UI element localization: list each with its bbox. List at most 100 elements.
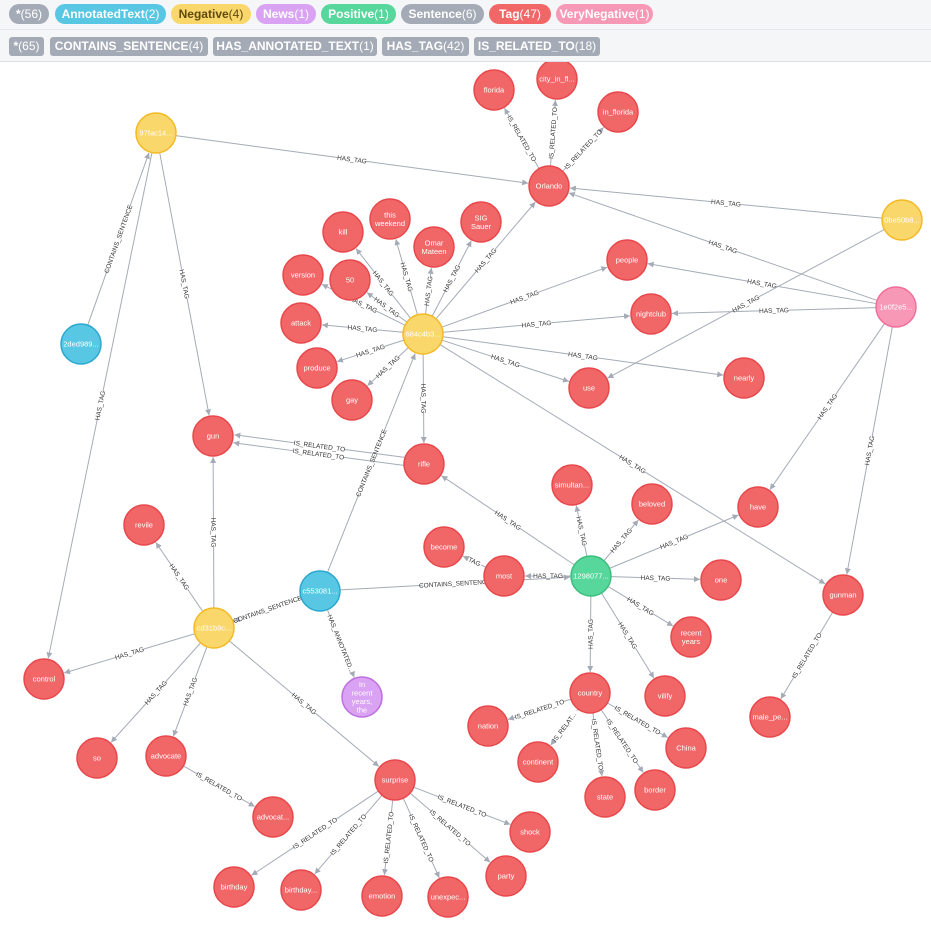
node-annotatedtext-a2de[interactable]: 2ded989... [60,323,102,365]
node-negative-scd3[interactable]: cd31b9c... [193,607,235,649]
node-tag-one[interactable]: one [700,559,742,601]
label-pill-news[interactable]: News(1) [256,4,316,24]
label-pill-tag[interactable]: Tag(47) [489,4,551,24]
node-tag-kill[interactable]: kill [322,211,364,253]
node-tag-nearly[interactable]: nearly [723,357,765,399]
node-tag-advocate[interactable]: advocate [145,735,187,777]
edge-s97-orlando[interactable]: HAS_TAG [175,135,529,186]
node-tag-border[interactable]: border [634,769,676,811]
node-verynegative-s1e0[interactable]: 1e0f2e5... [875,286,917,328]
node-tag-rifle[interactable]: rifle [403,443,445,485]
rel-type-has-annotated-text[interactable]: HAS_ANNOTATED_TEXT(1) [213,37,377,56]
node-tag-control[interactable]: control [23,658,65,700]
edge-s684-nearly[interactable]: HAS_TAG [442,336,724,378]
edge-country-nation[interactable]: IS_RELATED_TO [507,698,572,722]
node-tag-gun[interactable]: gun [192,415,234,457]
edge-s684-use[interactable]: HAS_TAG [441,339,570,383]
edge-most-become[interactable]: TAG [462,555,487,568]
node-tag-infl[interactable]: in_florida [597,91,639,133]
node-tag-gunman[interactable]: gunman [822,574,864,616]
node-tag-most[interactable]: most [483,555,525,597]
edge-s684-nightclub[interactable]: HAS_TAG [442,313,631,333]
label-pill-annotatedtext[interactable]: AnnotatedText(2) [55,4,166,24]
edge-s129-simultan[interactable]: HAS_TAG [574,505,588,557]
edge-s129-one[interactable]: HAS_TAG [610,575,701,583]
node-tag-revile[interactable]: revile [123,504,165,546]
edge-a2de-s97[interactable]: CONTAINS_SENTENCE [87,152,150,326]
node-tag-continent[interactable]: continent [517,741,559,783]
edge-s1e0-nightclub[interactable]: HAS_TAG [671,307,877,317]
edge-country-continent[interactable]: IS_RELAT... [550,708,579,746]
edge-s129-beloved[interactable]: HAS_TAG [603,519,639,562]
label-pill-sentence[interactable]: Sentence(6) [401,4,484,24]
node-tag-nightclub[interactable]: nightclub [630,293,672,335]
node-negative-s684[interactable]: 684c4b3... [402,313,444,355]
edge-orlando-florida[interactable]: IS_RELATED_TO [504,107,540,169]
node-tag-produce[interactable]: produce [296,347,338,389]
node-tag-unexpec[interactable]: unexpec... [427,876,469,918]
edge-country-state[interactable]: IS_RELATED_TO [590,712,605,777]
edge-surprise-shock[interactable]: IS_RELATED_TO [413,786,511,826]
edge-s684-rifle[interactable]: HAS_TAG [419,353,427,444]
node-tag-become[interactable]: become [423,526,465,568]
edge-s684-attack[interactable]: HAS_TAG [321,322,404,334]
node-tag-country[interactable]: country [569,672,611,714]
node-tag-version[interactable]: version [282,254,324,296]
node-tag-advocat2[interactable]: advocat... [252,796,294,838]
node-tag-state[interactable]: state [584,776,626,818]
edge-s97-gun[interactable]: HAS_TAG [159,152,211,416]
node-tag-china[interactable]: China [665,727,707,769]
node-tag-florida[interactable]: florida [473,69,515,111]
node-tag-use[interactable]: use [568,367,610,409]
label-pill-verynegative[interactable]: VeryNegative(1) [556,4,653,24]
node-tag-gay[interactable]: gay [331,379,373,421]
edge-s1e0-gunman[interactable]: HAS_TAG [844,326,893,575]
edge-ac55-news[interactable]: HAS_ANNOTATED... [326,609,355,678]
edge-scd3-revile[interactable]: HAS_TAG [155,542,204,612]
label-pill-all[interactable]: *(56) [9,4,49,24]
edge-surprise-emotion[interactable]: IS_RELATED_TO [382,799,396,876]
edge-s129-country[interactable]: HAS_TAG [587,595,595,673]
node-tag-beloved[interactable]: beloved [631,483,673,525]
edge-advocate-advocat2[interactable]: IS_RELATED_TO [183,765,256,808]
rel-type-has-tag[interactable]: HAS_TAG(42) [382,37,469,56]
node-tag-birthday[interactable]: birthday [213,866,255,908]
label-pill-negative[interactable]: Negative(4) [171,4,251,24]
edge-s684-people[interactable]: HAS_TAG [441,266,608,328]
node-tag-emotion[interactable]: emotion [361,875,403,917]
node-negative-s0be[interactable]: 0be50b8... [881,199,923,241]
edge-s684-omar[interactable]: HAS_TAG [424,267,435,315]
node-tag-orlando[interactable]: Orlando [528,165,570,207]
node-tag-cityfl[interactable]: city_in_fl... [536,58,578,100]
rel-type-contains-sentence[interactable]: CONTAINS_SENTENCE(4) [50,37,208,56]
node-tag-surprise[interactable]: surprise [374,759,416,801]
node-tag-people[interactable]: people [606,239,648,281]
node-negative-s97[interactable]: 97fac14... [135,112,177,154]
rel-type-all[interactable]: *(65) [9,37,44,56]
node-tag-malepe[interactable]: male_pe... [749,696,791,738]
node-tag-party[interactable]: party [485,855,527,897]
edge-s97-control[interactable]: HAS_TAG [46,152,153,659]
node-tag-have[interactable]: have [737,486,779,528]
edge-scd3-control[interactable]: HAS_TAG [63,633,195,675]
edge-gunman-malepe[interactable]: IS_RELATED_TO [780,611,834,700]
node-tag-fifty[interactable]: 50 [329,259,371,301]
node-tag-vilify[interactable]: vilify [644,675,686,717]
edge-s129-most[interactable]: HAS_TAG [525,573,571,580]
label-pill-positive[interactable]: Positive(1) [321,4,396,24]
node-tag-attack[interactable]: attack [280,302,322,344]
node-tag-shock[interactable]: shock [509,811,551,853]
edge-scd3-gun[interactable]: HAS_TAG [209,456,216,609]
edge-surprise-birthday2[interactable]: IS_RELATED_TO [314,794,383,875]
node-tag-simultan[interactable]: simultan... [551,464,593,506]
edge-s0be-orlando[interactable]: HAS_TAG [569,185,883,219]
edge-scd3-advocate[interactable]: HAS_TAG [172,646,208,737]
edge-orlando-cityfl[interactable]: IS_RELATED_TO [548,99,559,167]
rel-type-is-related-to[interactable]: IS_RELATED_TO(18) [474,37,600,56]
